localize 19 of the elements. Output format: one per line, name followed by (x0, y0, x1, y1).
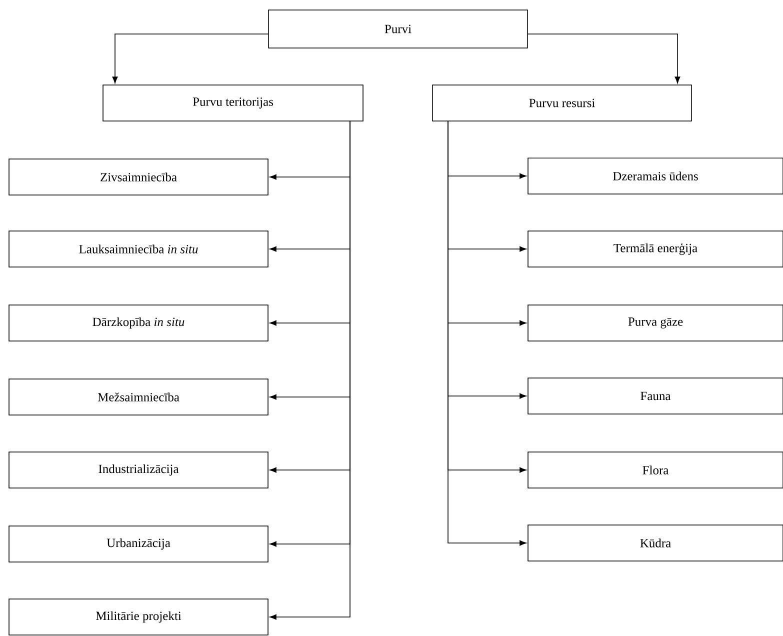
category-box: Zivsaimniecība (8, 158, 268, 196)
category-box: Purva gāze (528, 304, 783, 342)
arrow (528, 34, 680, 84)
arrow (448, 121, 526, 546)
category-box: Termālā enerģija (528, 230, 783, 268)
category-box: Dārzkopība in situ (8, 304, 268, 342)
category-box: Dzeramais ūdens (528, 158, 783, 194)
category-box: Militārie projekti (8, 598, 268, 636)
category-box: Fauna (528, 378, 783, 414)
category-box: Lauksaimniecība in situ (8, 230, 268, 268)
category-box: Mežsaimniecība (8, 378, 268, 416)
category-box: Kūdra (528, 524, 783, 562)
category-box: Urbanizācija (8, 526, 268, 562)
category-box: Purvi (268, 10, 528, 48)
category-box: Industrializācija (8, 452, 268, 488)
arrow (112, 34, 268, 84)
category-box: Purvu teritorijas (102, 84, 364, 122)
category-box: Flora (528, 452, 783, 488)
category-box: Purvu resursi (432, 84, 692, 122)
